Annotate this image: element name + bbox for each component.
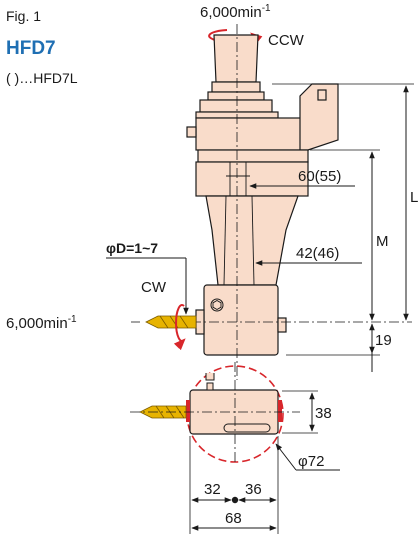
tool-holder-body [186,34,339,356]
left-half-label: 32 [204,481,221,498]
width-lower-label: 42(46) [296,245,339,262]
hex-bolt-icon [210,298,224,312]
width-upper-label: 60(55) [298,168,341,185]
dimension-l-label: L [410,189,418,206]
dimension-m-label: M [376,233,389,250]
center-lines [155,24,412,380]
height-label: 38 [315,405,332,422]
drill-range-label: φD=1~7 [106,240,158,256]
diameter-label: φ72 [298,453,324,470]
body-detail-lines [223,162,255,286]
dimension-offset-label: 19 [375,332,392,349]
height-extension-lines [282,390,318,434]
extension-lines [272,83,414,356]
end-view-body [186,365,284,463]
spindle-rotation: CCW [268,32,305,49]
figure-label: Fig. 1 [6,8,42,24]
total-width-label: 68 [225,510,242,527]
model-name: HFD7 [6,38,56,59]
drill-bit-icon [145,315,197,329]
output-rotation: CW [141,279,167,296]
right-half-label: 36 [245,481,262,498]
cw-rotation-arrow-icon [173,304,186,351]
center-dot [231,496,239,504]
diameter-leader [275,443,340,471]
width-extension-lines [189,436,279,534]
drill-range-leader [106,257,189,315]
variant-note: ( )…HFD7L [6,70,78,86]
end-view-center-lines [130,362,300,465]
output-speed: 6,000min-1 [6,314,77,332]
spindle-speed: 6,000min-1 [200,3,271,21]
